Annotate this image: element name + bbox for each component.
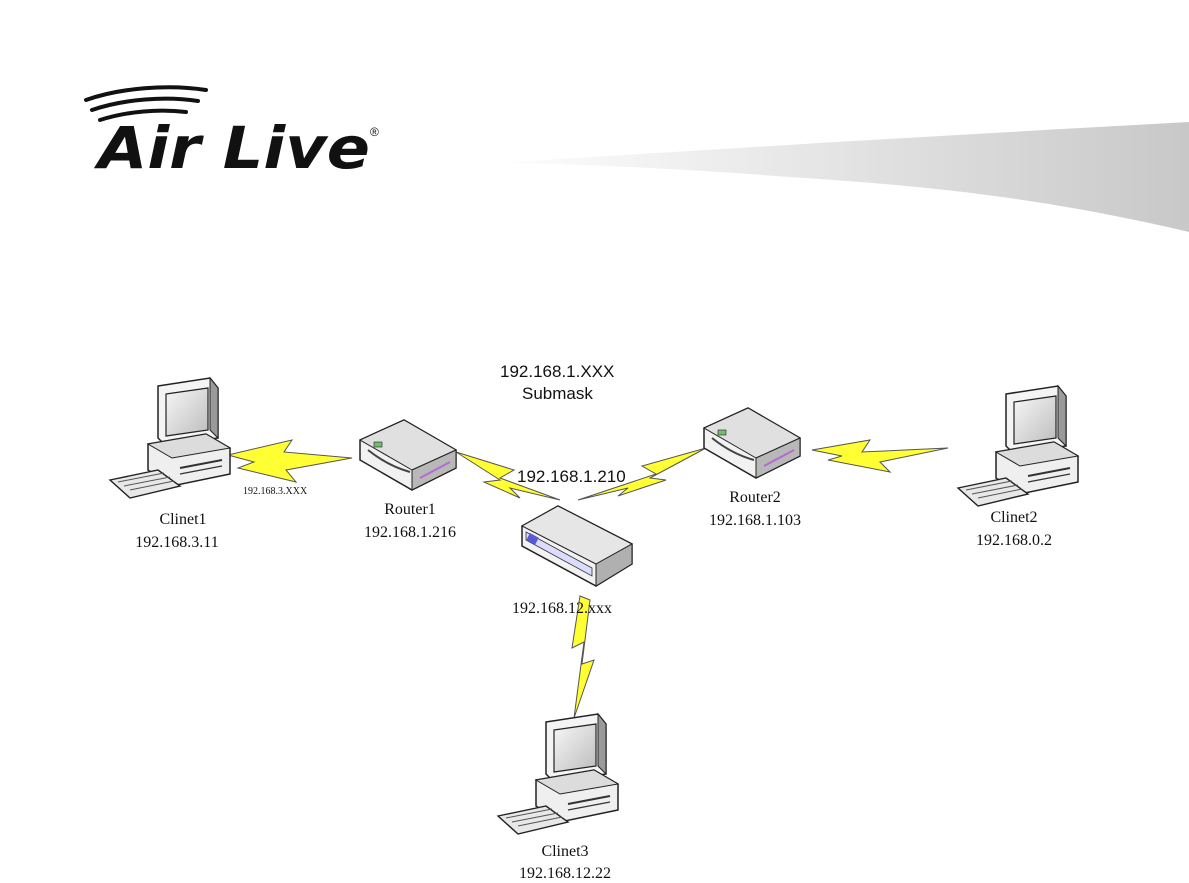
airlive-logo: Air Live ® <box>86 87 379 182</box>
header-swoosh <box>480 122 1189 236</box>
logo-trademark: ® <box>370 125 379 139</box>
submask-label: Submask <box>522 384 593 403</box>
router1-name: Router1 <box>384 501 436 518</box>
client1-link-label: 192.168.3.XXX <box>243 486 308 497</box>
link-router2-client2 <box>812 440 948 472</box>
switch-subnet-label: 192.168.12.xxx <box>512 600 612 617</box>
logo-text: Air Live <box>94 114 370 182</box>
client1-name: Clinet1 <box>159 511 206 528</box>
client3-ip: 192.168.12.22 <box>519 865 611 882</box>
client3-computer-icon <box>498 714 618 834</box>
router2-name: Router2 <box>729 489 781 506</box>
router2-icon <box>704 408 800 478</box>
router1-icon <box>360 420 456 490</box>
client1-ip: 192.168.3.11 <box>135 534 218 551</box>
client2-ip: 192.168.0.2 <box>976 532 1052 549</box>
router2-ip: 192.168.1.103 <box>709 512 801 529</box>
network-label: 192.168.1.XXX <box>500 362 614 381</box>
center-ip-label: 192.168.1.210 <box>517 467 626 486</box>
client3-name: Clinet3 <box>541 843 588 860</box>
router1-ip: 192.168.1.216 <box>364 524 456 541</box>
link-client1-router1 <box>228 440 352 482</box>
client1-computer-icon <box>110 378 230 498</box>
client2-name: Clinet2 <box>990 509 1037 526</box>
switch-icon <box>522 506 632 586</box>
client2-computer-icon <box>958 386 1078 506</box>
